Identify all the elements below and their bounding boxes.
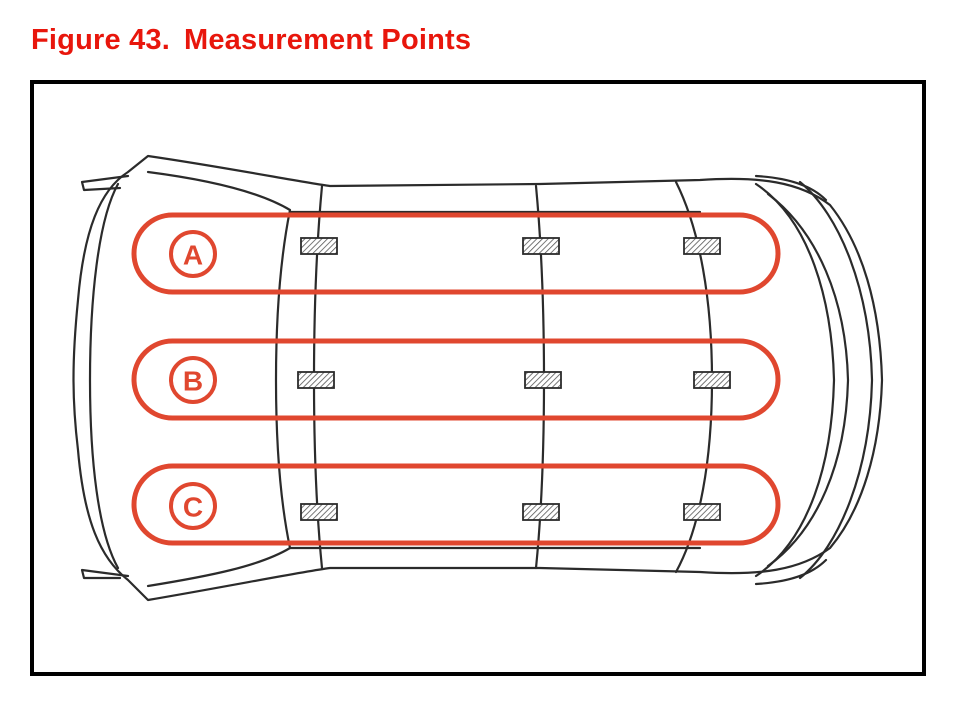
row-highlight-band xyxy=(131,463,781,546)
row-label: A xyxy=(183,240,203,271)
row-label: C xyxy=(183,492,203,523)
row-label-badge xyxy=(169,482,217,530)
hood-line xyxy=(88,182,120,570)
rear-trim-top xyxy=(754,174,828,202)
rear-window-line xyxy=(754,182,836,578)
measurement-point xyxy=(522,503,560,521)
figure-caption: Figure 43. Measurement Points xyxy=(31,24,471,57)
measurement-row-c: C xyxy=(131,463,781,546)
measurement-row-a: A xyxy=(131,212,781,295)
measurement-point xyxy=(522,237,560,255)
diagram-frame xyxy=(30,80,926,676)
rear-window-inner xyxy=(766,192,850,568)
row-label-badge xyxy=(169,356,217,404)
figure-number: Figure 43. xyxy=(31,24,170,56)
front-edge-line xyxy=(146,170,292,588)
car-body xyxy=(72,154,884,602)
measurement-point xyxy=(683,237,721,255)
row-highlight-band xyxy=(131,338,781,421)
left-mirror xyxy=(80,174,130,192)
measurement-point xyxy=(683,503,721,521)
measurement-point xyxy=(300,237,338,255)
figure-title: Measurement Points xyxy=(184,24,472,56)
rear-bumper-line xyxy=(798,180,874,580)
row-label: B xyxy=(183,366,203,397)
measurement-point xyxy=(297,371,335,389)
measurement-row-b: B xyxy=(131,338,781,421)
row-label-badge xyxy=(169,230,217,278)
row-highlight-band xyxy=(131,212,781,295)
rear-trim-bottom xyxy=(754,558,828,586)
measurement-point xyxy=(524,371,562,389)
measurement-point xyxy=(300,503,338,521)
measurement-point xyxy=(693,371,731,389)
right-mirror xyxy=(80,568,130,580)
